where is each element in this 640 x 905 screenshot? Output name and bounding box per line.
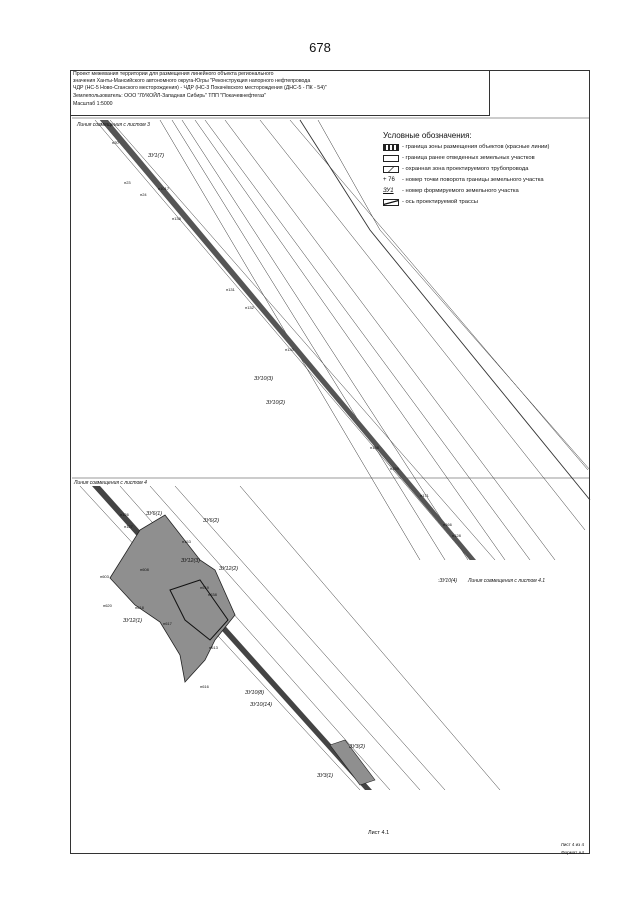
drawing-sheet — [70, 70, 590, 854]
point-label: н613 — [209, 645, 218, 650]
point-label: н128 — [452, 533, 461, 538]
right-match-line-label: Линия совмещения с листом 4.1 — [468, 578, 546, 584]
parcel-label: ЗУ10(14) — [250, 702, 273, 708]
point-label: н617 — [163, 621, 172, 626]
point-label: н20 — [112, 140, 119, 145]
parcel-label: ЗУ10(2) — [266, 400, 286, 406]
parcel-label: ЗУ1(7) — [148, 153, 165, 159]
parcel-label: ЗУ3(1) — [317, 773, 334, 779]
legend-item-red-line: - граница зоны размещения объектов (крас… — [383, 142, 549, 152]
point-label: н620 — [103, 603, 112, 608]
top-match-line-label: Линия совмещения с листом 3 — [77, 122, 150, 128]
point-label: н158 — [370, 445, 379, 450]
point-label: н132 — [245, 305, 254, 310]
point-label: н24 — [140, 192, 147, 197]
legend-item-axis: - ось проектируемой трассы — [383, 197, 478, 207]
axis-icon — [383, 198, 399, 206]
point-label: н1017 — [158, 186, 170, 191]
point-label: н616 — [200, 684, 209, 689]
parcel-label: ЗУ12(1) — [123, 618, 143, 624]
parcel-label: ЗУ10(3) — [254, 376, 274, 382]
header-line-4: Землепользователь: ООО "ЛУКОЙЛ-Западная … — [73, 93, 267, 99]
parcel-label: ЗУ6(1) — [146, 511, 163, 517]
point-label: н603 — [100, 574, 109, 579]
point-label: н618 — [135, 605, 144, 610]
legend-item-prev-allotted: - граница ранее отведенных земельных уча… — [383, 153, 535, 163]
sheet-label: Лист 4.1 — [368, 830, 390, 836]
parcel-number-symbol: ЗУ1 — [383, 187, 394, 194]
point-label: н126 — [120, 512, 129, 517]
turn-point-symbol: + 76 — [383, 176, 395, 183]
parcel-label: ЗУ12(3) — [181, 558, 201, 564]
legend-item-protection-zone: - охранная зона проектируемого трубопров… — [383, 164, 528, 174]
point-label: н23 — [124, 180, 131, 185]
parcel-label: ЗУ3(2) — [349, 744, 366, 750]
point-label: н619 — [200, 585, 209, 590]
point-label: н127 — [124, 524, 133, 529]
red-line-zone-icon — [383, 143, 399, 151]
point-label: н166 — [443, 522, 452, 527]
page-number: 678 — [309, 40, 331, 55]
footer-sheet-count: Лист 4 из 4 — [560, 842, 584, 847]
right-match-prefix: :ЗУ10(4) — [438, 578, 458, 584]
point-label: н131 — [226, 287, 235, 292]
point-label: н638 — [208, 592, 217, 597]
protection-zone-icon — [383, 165, 399, 173]
point-label: н138 — [172, 216, 181, 221]
prev-allotted-icon — [383, 154, 399, 162]
point-label: н153 — [182, 539, 191, 544]
header-box — [70, 70, 490, 116]
parcel-label: ЗУ6(2) — [203, 518, 220, 524]
point-label: н159 — [390, 466, 399, 471]
header-line-3: ЧДР (НС-5 Ново-Сганского месторождения) … — [73, 85, 327, 91]
point-label: н608 — [140, 567, 149, 572]
point-label: н130 — [285, 347, 294, 352]
header-line-1: Проект межевания территории для размещен… — [73, 71, 274, 77]
parcel-label: ЗУ12(2) — [219, 566, 239, 572]
bottom-match-line-label: Линия совмещения с листом 4 — [74, 480, 147, 486]
legend-item-turn-point: + 76 - номер точки поворота границы земе… — [383, 176, 544, 184]
legend-title: Условные обозначения: — [383, 131, 472, 140]
footer-format: Формат А4 — [561, 850, 584, 855]
point-label: н171 — [420, 493, 429, 498]
parcel-label: ЗУ10(8) — [245, 690, 265, 696]
header-line-2: значения Ханты-Мансийского автономного о… — [73, 78, 311, 84]
legend-item-parcel-number: ЗУ1 - номер формируемого земельного учас… — [383, 187, 519, 195]
scale-label: Масштаб 1:5000 — [73, 101, 113, 107]
